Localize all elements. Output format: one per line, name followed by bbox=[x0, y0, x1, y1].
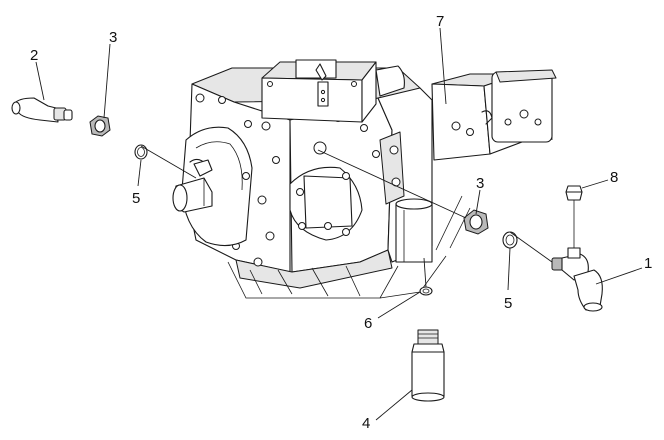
callout-3-left: 3 bbox=[109, 29, 117, 46]
callout-labels: 2 3 5 7 3 5 6 4 8 1 bbox=[30, 13, 652, 432]
part-5-oring-left bbox=[134, 144, 148, 160]
callout-5-right: 5 bbox=[504, 295, 512, 312]
callout-4: 4 bbox=[362, 415, 370, 432]
callout-5-left: 5 bbox=[132, 190, 140, 207]
callout-8: 8 bbox=[610, 169, 618, 186]
callout-1: 1 bbox=[644, 255, 652, 272]
port-plate bbox=[289, 166, 363, 241]
part-4-sensor bbox=[411, 329, 445, 402]
mid-housing bbox=[377, 87, 433, 263]
part-5-oring-right bbox=[502, 231, 518, 249]
underside-hidden-lines bbox=[227, 195, 471, 299]
control-valve-block bbox=[261, 59, 405, 123]
front-flange-and-shaft bbox=[172, 126, 253, 247]
gear-pump bbox=[431, 69, 557, 161]
part-3-nut-right bbox=[463, 209, 489, 235]
callout-7: 7 bbox=[436, 13, 444, 30]
leader-lines bbox=[35, 27, 643, 421]
part-3-nut-left bbox=[89, 115, 111, 137]
callout-2: 2 bbox=[30, 47, 38, 64]
part-6-seal-ring bbox=[419, 286, 433, 296]
callout-6: 6 bbox=[364, 315, 372, 332]
callout-3-right: 3 bbox=[476, 175, 484, 192]
part-2-elbow-fitting bbox=[11, 97, 73, 123]
part-1-tee-fitting bbox=[551, 247, 603, 312]
part-8-small-sensor bbox=[565, 185, 583, 250]
